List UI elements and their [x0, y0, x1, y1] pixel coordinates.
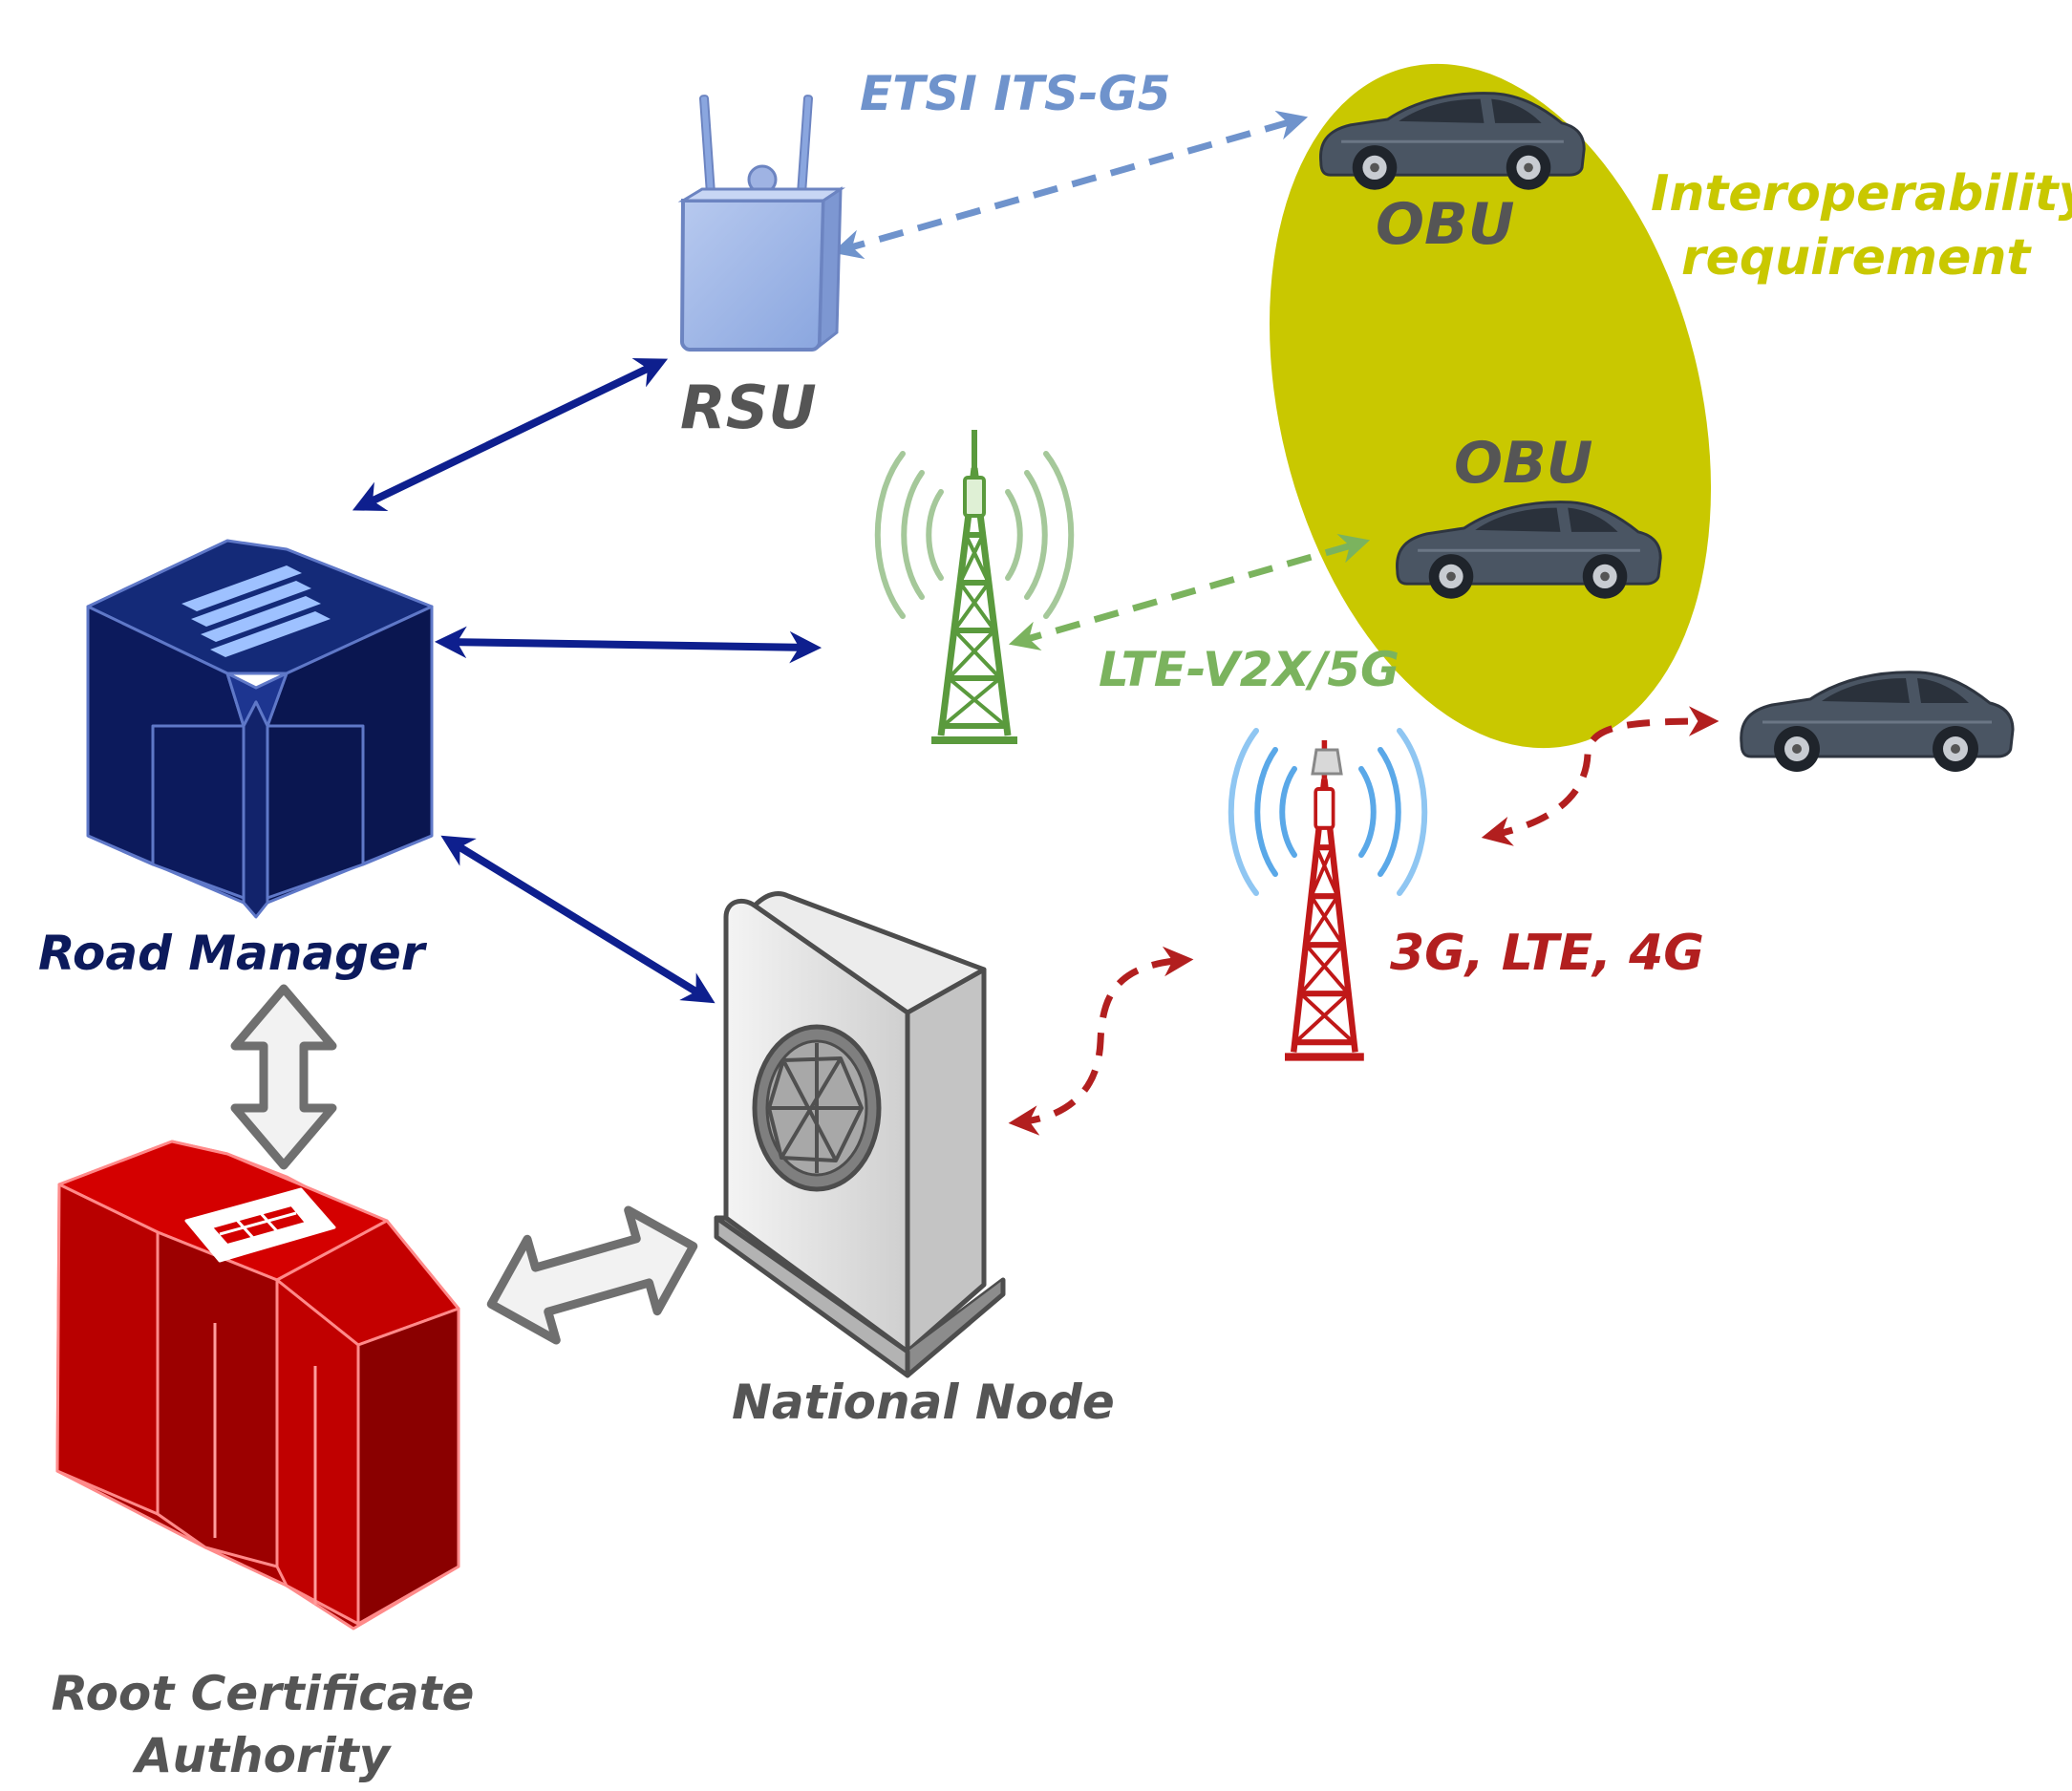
root-ca-label-line2: Authority [132, 1728, 393, 1783]
national-node-icon [714, 891, 1006, 1378]
interoperability-label-line2: requirement [1681, 229, 2032, 287]
road-manager-icon [86, 539, 434, 919]
cellular-tower-icon [1228, 728, 1428, 1057]
link-cellular-car [1481, 706, 1720, 846]
link-lte-v2x-5g [1008, 533, 1371, 651]
national-node-label: National Node [732, 1375, 1115, 1430]
link-road-manager-national-node [440, 835, 716, 1004]
root-ca-icon [55, 1140, 460, 1631]
cellular-tower-waves [1228, 728, 1428, 896]
network-emblem-icon [752, 1024, 882, 1192]
lte-v2x-5g-label: LTE-V2X/5G [1099, 642, 1399, 697]
rsu-label: RSU [680, 373, 817, 442]
lte-tower-icon [874, 430, 1075, 740]
link-road-manager-lte-tower [434, 626, 822, 664]
rsu-icon [677, 95, 845, 352]
link-rsu-road-manager [352, 358, 669, 511]
obu-top-label: OBU [1376, 191, 1514, 258]
link-road-manager-root-ca [230, 984, 337, 1170]
link-cellular-national-node [1008, 946, 1194, 1136]
cellular-car-icon [1740, 671, 2015, 774]
cellular-label: 3G, LTE, 4G [1390, 925, 1704, 982]
labels: ETSI ITS-G5 RSU OBU OBU Interoperability… [38, 66, 2072, 1783]
interoperability-label-line1: Interoperability [1651, 165, 2072, 223]
etsi-its-g5-label: ETSI ITS-G5 [860, 66, 1171, 121]
certificate-badge-icon [184, 1187, 336, 1263]
obu-bottom-label: OBU [1454, 430, 1592, 497]
lte-tower-waves [874, 451, 1075, 619]
link-root-ca-national-node [486, 1205, 698, 1345]
links [230, 110, 1720, 1345]
road-manager-label: Road Manager [38, 926, 428, 981]
root-ca-label-line1: Root Certificate [52, 1666, 475, 1721]
link-etsi-its-g5 [831, 110, 1309, 260]
